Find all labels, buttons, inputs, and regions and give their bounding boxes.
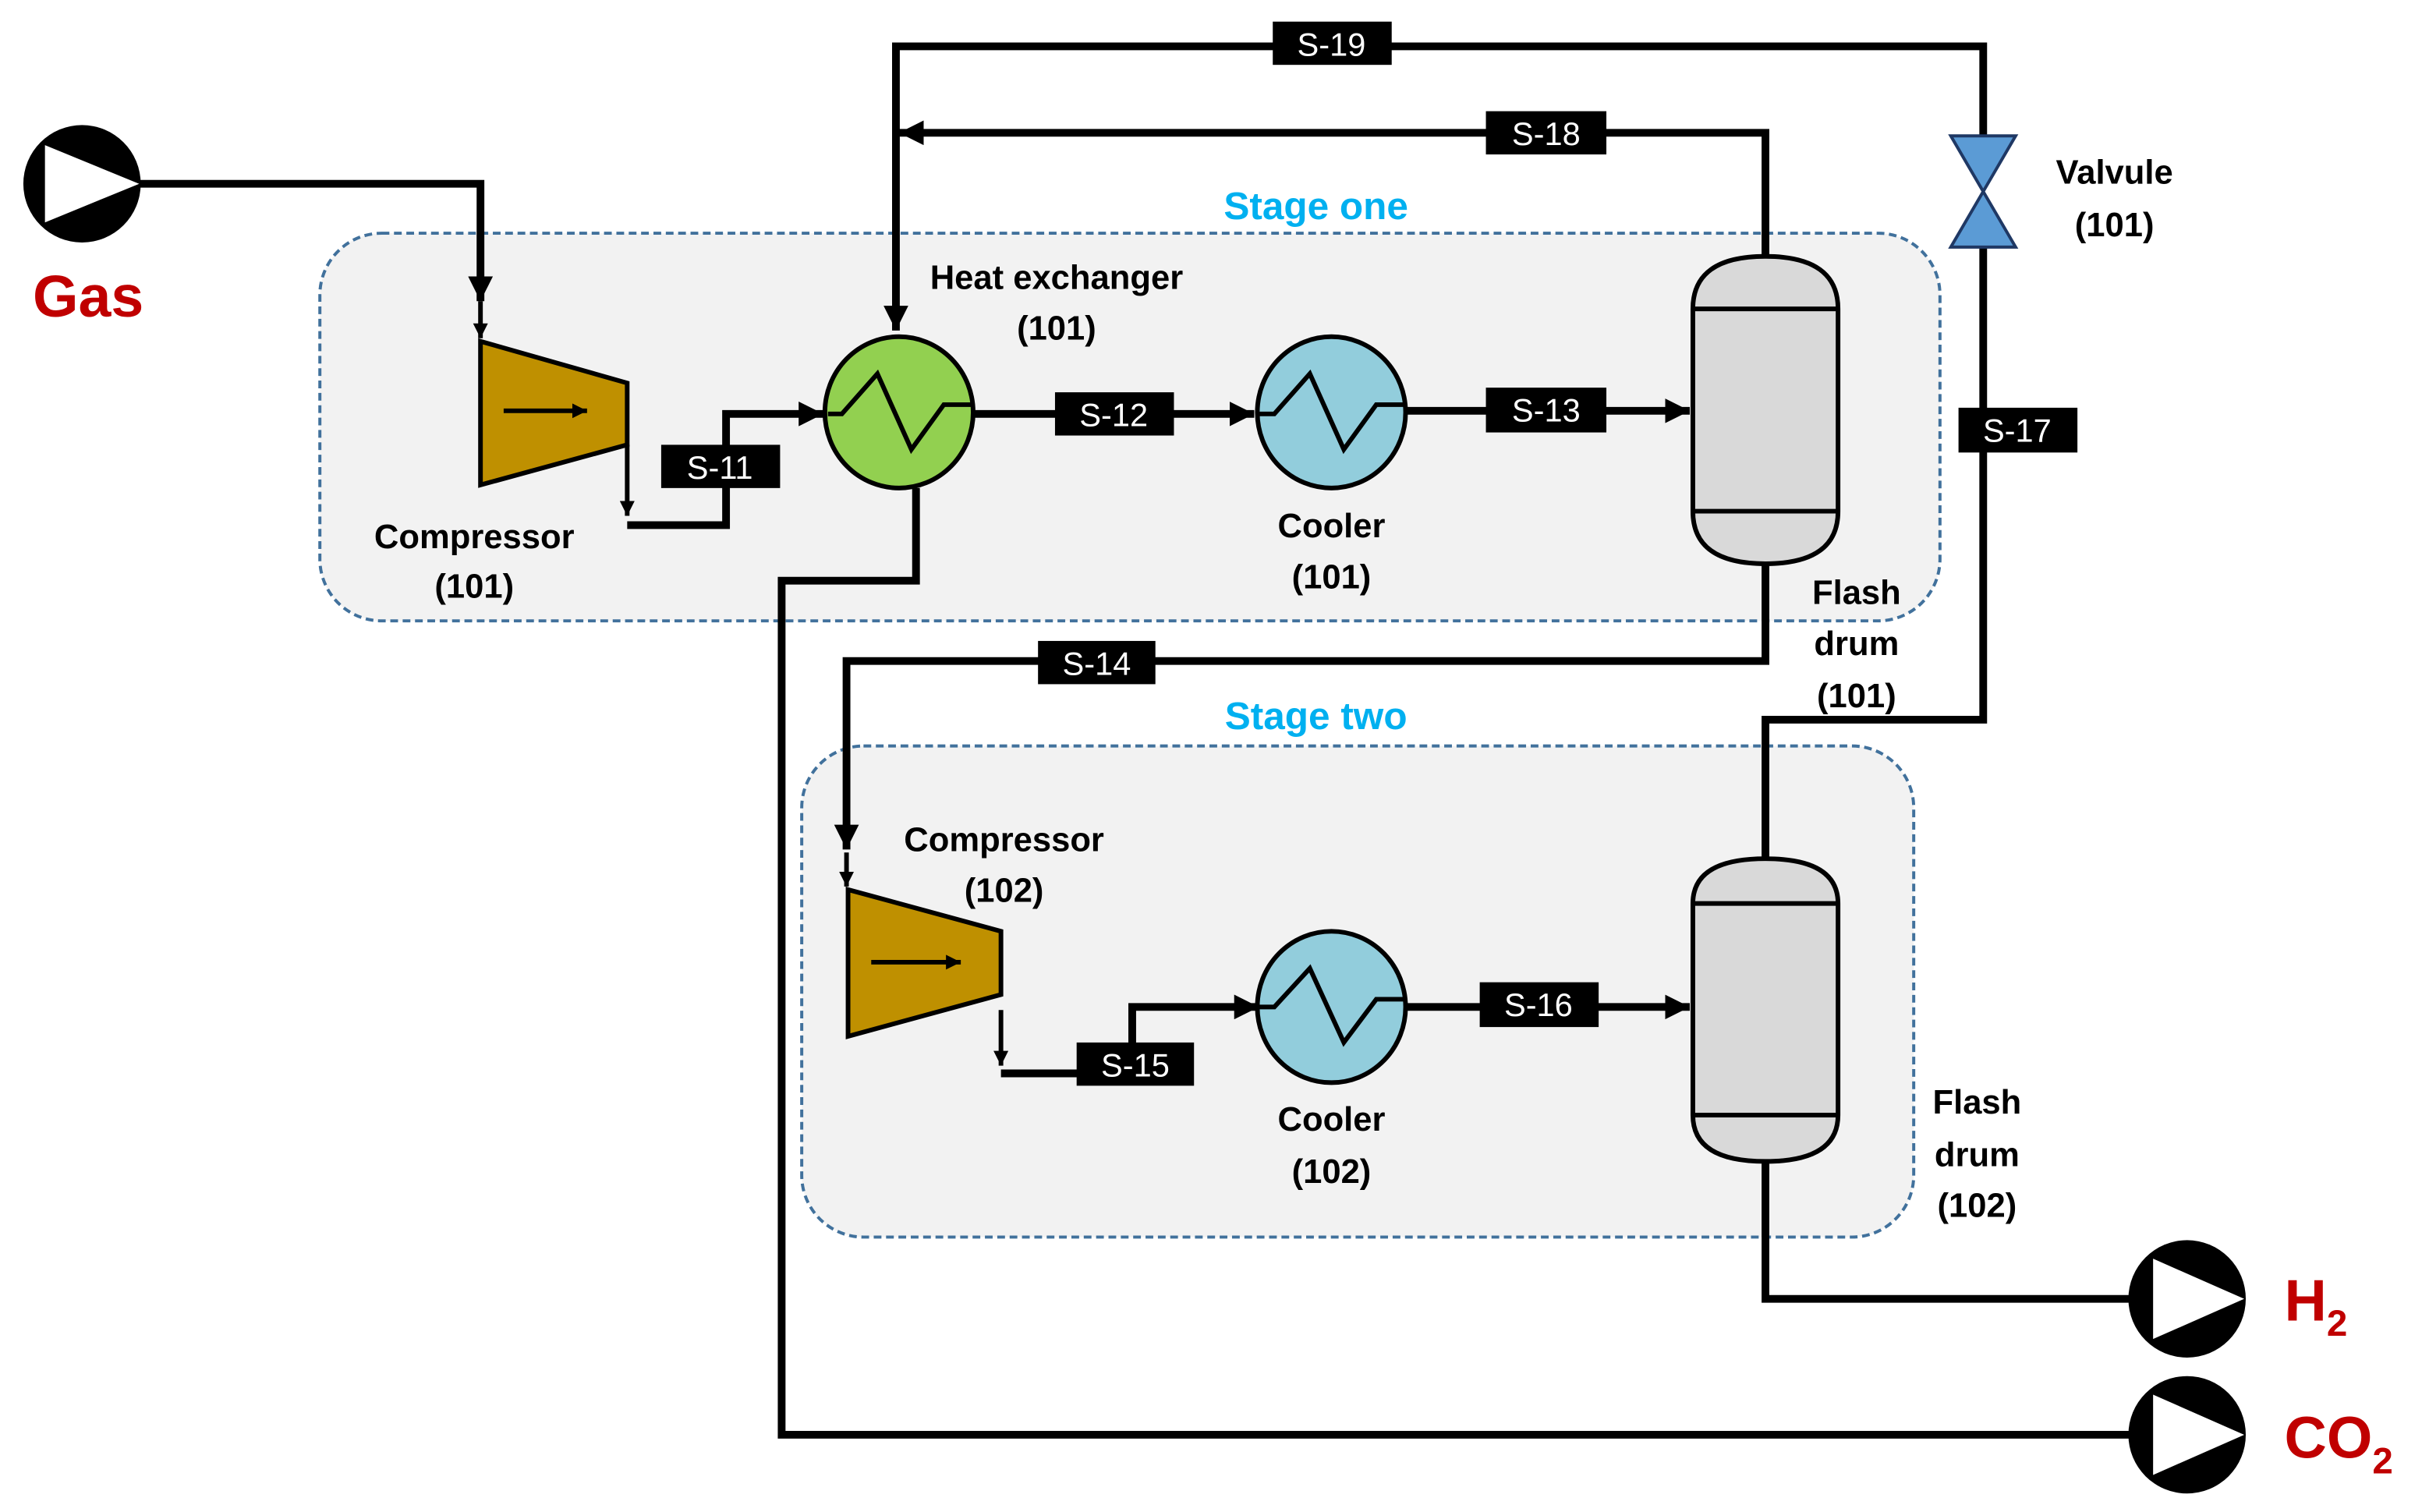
stream-tag-s12-text: S-12 bbox=[1079, 397, 1148, 434]
pipe-co2 bbox=[777, 487, 2132, 1439]
compressor-102[interactable] bbox=[845, 886, 1004, 1039]
h2-label: H2 bbox=[2285, 1267, 2348, 1344]
cooler-101-name: Cooler bbox=[1278, 508, 1386, 545]
valve-101-name: Valvule bbox=[2056, 154, 2173, 192]
cooler-101-id: (101) bbox=[1292, 559, 1372, 597]
cooler-102[interactable] bbox=[1255, 929, 1408, 1085]
flash-drum-102[interactable] bbox=[1690, 856, 1841, 1164]
cooler-101[interactable] bbox=[1255, 334, 1408, 490]
valve-101-id: (101) bbox=[2075, 207, 2155, 244]
stream-tag-s11[interactable]: S-11 bbox=[660, 444, 781, 488]
heat-exchanger-101[interactable] bbox=[822, 334, 976, 490]
flash-drum-102-name2: drum bbox=[1935, 1136, 2020, 1174]
stream-tag-s18[interactable]: S-18 bbox=[1485, 111, 1607, 155]
stream-tag-s19[interactable]: S-19 bbox=[1273, 21, 1392, 66]
arrow-right-icon bbox=[2153, 1394, 2245, 1475]
pipe-s19 bbox=[883, 42, 1988, 331]
h2-sink bbox=[2128, 1240, 2246, 1358]
arrow-right-icon bbox=[44, 145, 140, 223]
co2-label: CO2 bbox=[2285, 1405, 2393, 1482]
flash-drum-101-id: (101) bbox=[1817, 678, 1896, 715]
pipe-gas-feed bbox=[139, 179, 494, 302]
pipe-s18 bbox=[898, 120, 1769, 257]
cooler-102-name: Cooler bbox=[1278, 1101, 1386, 1138]
pipe-s14 bbox=[834, 563, 1769, 850]
stage-two-label: Stage two bbox=[1225, 695, 1408, 738]
stream-tag-s15-text: S-15 bbox=[1101, 1046, 1170, 1083]
cooler-102-id: (102) bbox=[1292, 1153, 1372, 1191]
compressor-101[interactable] bbox=[478, 338, 630, 488]
compressor-101-id: (101) bbox=[434, 568, 514, 605]
stream-tag-s13-text: S-13 bbox=[1512, 392, 1581, 429]
flash-drum-101-name2: drum bbox=[1814, 625, 1899, 663]
co2-sink bbox=[2128, 1376, 2246, 1494]
compressor-102-name: Compressor bbox=[904, 821, 1104, 859]
gas-label: Gas bbox=[33, 264, 143, 329]
compressor-101-name: Compressor bbox=[374, 519, 575, 556]
stream-tag-s18-text: S-18 bbox=[1512, 115, 1581, 152]
compressor-102-id: (102) bbox=[965, 873, 1044, 910]
pipe-s17 bbox=[1762, 246, 1988, 859]
stage-one-label: Stage one bbox=[1223, 185, 1408, 228]
pipe-s15 bbox=[1000, 994, 1259, 1078]
stream-tag-s17[interactable]: S-17 bbox=[1958, 407, 2078, 453]
valve-101[interactable] bbox=[1948, 134, 2019, 249]
stream-tag-s11-text: S-11 bbox=[687, 449, 753, 486]
stream-tag-s19-text: S-19 bbox=[1298, 26, 1366, 62]
stream-tag-s15[interactable]: S-15 bbox=[1076, 1042, 1195, 1086]
stream-tag-s13[interactable]: S-13 bbox=[1485, 388, 1607, 433]
flash-drum-102-id: (102) bbox=[1938, 1188, 2017, 1225]
stream-tag-s16-text: S-16 bbox=[1504, 986, 1573, 1023]
zigzag-icon bbox=[1259, 369, 1406, 455]
zigzag-icon bbox=[1259, 964, 1406, 1047]
heat-exchanger-101-id: (101) bbox=[1017, 310, 1096, 348]
stream-tag-s12[interactable]: S-12 bbox=[1054, 392, 1174, 436]
stream-tag-s14-text: S-14 bbox=[1063, 646, 1131, 682]
flash-drum-102-name1: Flash bbox=[1932, 1084, 2021, 1121]
stream-tag-s16[interactable]: S-16 bbox=[1479, 982, 1599, 1028]
flash-drum-101[interactable] bbox=[1690, 253, 1841, 566]
zigzag-icon bbox=[827, 369, 973, 455]
gas-source bbox=[23, 125, 141, 243]
stream-tag-s14[interactable]: S-14 bbox=[1038, 640, 1156, 685]
heat-exchanger-101-name: Heat exchanger bbox=[930, 259, 1183, 296]
flash-drum-101-name1: Flash bbox=[1812, 574, 1901, 611]
stream-tag-s17-text: S-17 bbox=[1983, 412, 2052, 448]
arrow-right-icon bbox=[2153, 1259, 2245, 1340]
pipe-h2 bbox=[1762, 1161, 2132, 1303]
